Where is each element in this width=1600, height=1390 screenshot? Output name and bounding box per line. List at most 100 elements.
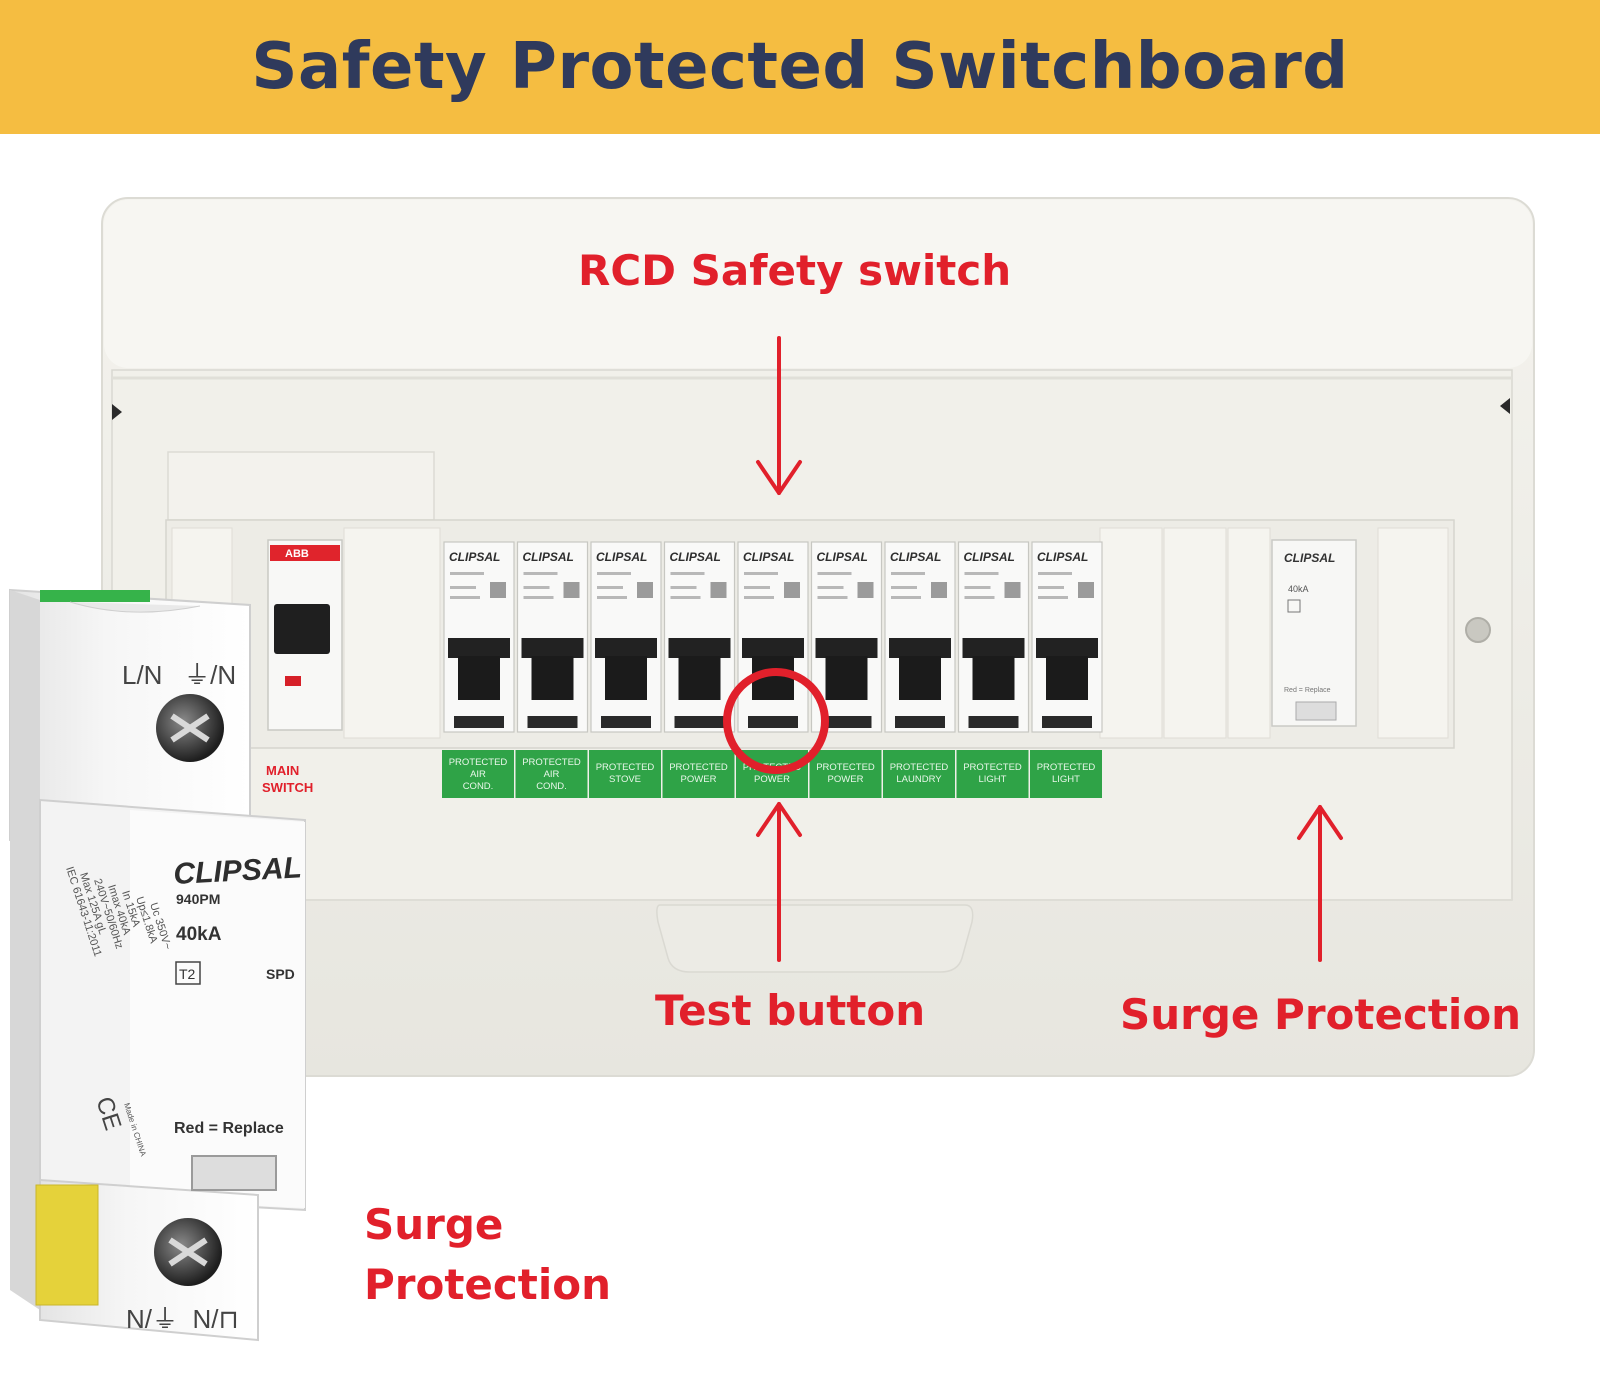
breaker-label-text: PROTECTED <box>669 762 728 773</box>
breaker-label-text: PROTECTED <box>816 762 875 773</box>
breaker-icon <box>563 582 580 598</box>
rcbo-breaker[interactable]: CLIPSAL <box>663 541 736 733</box>
breaker-test-button[interactable] <box>454 716 504 728</box>
breaker-test-button[interactable] <box>601 716 651 728</box>
breaker-label-plate <box>1030 750 1102 798</box>
breaker-spec-line <box>450 596 480 599</box>
board-spd-note: Red = Replace <box>1284 687 1331 694</box>
breaker-test-button[interactable] <box>895 716 945 728</box>
breaker-brand: CLIPSAL <box>670 550 721 564</box>
breaker-toggle[interactable] <box>899 656 941 700</box>
breaker-shoulder <box>815 638 878 658</box>
rcbo-breaker[interactable]: CLIPSAL <box>1031 541 1103 733</box>
breaker-label-text: POWER <box>681 774 717 785</box>
breaker-shoulder <box>889 638 951 658</box>
rcbo-breaker[interactable]: CLIPSAL <box>516 541 589 733</box>
breaker-shoulder <box>1036 638 1098 658</box>
breaker-label-plate <box>809 750 882 798</box>
surge-protection-label-left-line1: Surge <box>364 1200 504 1249</box>
breaker-toggle[interactable] <box>825 656 868 700</box>
breaker-brand: CLIPSAL <box>1037 550 1088 564</box>
breaker-spec-line <box>523 586 550 589</box>
breaker-test-button[interactable] <box>1042 716 1092 728</box>
breaker-spec-line <box>964 586 991 589</box>
breaker-spec-line <box>523 596 554 599</box>
rcbo-breaker[interactable]: CLIPSAL <box>957 541 1030 733</box>
breaker-brand: CLIPSAL <box>449 550 500 564</box>
breaker-spec-line <box>670 586 697 589</box>
breaker-label-plate <box>589 750 661 798</box>
test-button-highlight <box>723 668 829 774</box>
breaker-test-button[interactable] <box>674 716 725 728</box>
breaker-label-text: COND. <box>463 781 494 792</box>
spd-top-terminal-label: L/N ⏚/N <box>122 660 236 690</box>
breaker-toggle[interactable] <box>531 656 574 700</box>
breaker-spec-line <box>891 596 921 599</box>
breaker-label-plate <box>515 750 588 798</box>
breaker-row: CLIPSALPROTECTEDAIRCOND.CLIPSALPROTECTED… <box>442 541 1103 798</box>
breaker-label-text: LIGHT <box>1052 774 1080 785</box>
spd-type: SPD <box>266 966 295 982</box>
left-clip-icon <box>112 404 122 420</box>
breaker-label-text: COND. <box>536 781 567 792</box>
breaker-icon <box>710 582 727 598</box>
breaker-label-text: PROTECTED <box>890 762 949 773</box>
breaker-toggle[interactable] <box>678 656 721 700</box>
rcbo-breaker[interactable]: CLIPSAL <box>884 541 956 733</box>
breaker-shoulder <box>448 638 510 658</box>
breaker-spec-line <box>1038 586 1064 589</box>
rcbo-breaker[interactable]: CLIPSAL <box>590 541 662 733</box>
breaker-body <box>516 541 589 733</box>
breaker-spec-line <box>817 586 844 589</box>
board-spd-window <box>1295 701 1337 721</box>
breaker-test-button[interactable] <box>527 716 578 728</box>
breaker-icon <box>784 582 800 598</box>
upper-left-panel <box>167 451 435 521</box>
main-switch-brand: ABB <box>285 548 309 560</box>
breaker-toggle[interactable] <box>458 656 500 700</box>
spd-yellow-label <box>35 1184 99 1306</box>
breaker-label-text: LAUNDRY <box>896 774 942 785</box>
breaker-test-button[interactable] <box>821 716 872 728</box>
breaker-spec-line <box>964 572 999 575</box>
breaker-shoulder <box>595 638 657 658</box>
title-banner: Safety Protected Switchboard <box>0 0 1600 134</box>
breaker-spec-line <box>597 596 627 599</box>
blank-cover-right-1 <box>1099 527 1163 739</box>
breaker-brand: CLIPSAL <box>817 550 868 564</box>
main-switch[interactable]: ABB <box>267 539 343 731</box>
test-button-label: Test button <box>655 986 926 1035</box>
breaker-toggle[interactable] <box>972 656 1015 700</box>
rcbo-breaker[interactable]: CLIPSAL <box>443 541 515 733</box>
main-switch-toggle[interactable] <box>274 604 330 654</box>
breaker-toggle[interactable] <box>605 656 647 700</box>
breaker-brand: CLIPSAL <box>890 550 941 564</box>
spd-indicator-text: Red = Replace <box>174 1120 284 1137</box>
surge-arrow-icon <box>1297 805 1343 962</box>
rcbo-breaker[interactable]: CLIPSAL <box>737 541 809 733</box>
surge-protection-label-left-line2: Protection <box>364 1260 612 1309</box>
main-switch-indicator <box>285 676 301 686</box>
spd-brand: CLIPSAL <box>173 851 303 891</box>
main-switch-label-line1: MAIN <box>266 763 299 778</box>
breaker-spec-line <box>670 596 701 599</box>
board-spd-brand: CLIPSAL <box>1284 551 1335 565</box>
breaker-test-button[interactable] <box>968 716 1019 728</box>
breaker-icon <box>490 582 506 598</box>
board-spd-module: CLIPSAL 40kA Red = Replace <box>1271 539 1357 727</box>
blank-cover-right-3 <box>1227 527 1271 739</box>
page-title: Safety Protected Switchboard <box>251 30 1349 104</box>
spd-rating: 40kA <box>176 924 222 945</box>
breaker-test-button[interactable] <box>748 716 798 728</box>
breaker-toggle[interactable] <box>1046 656 1088 700</box>
breaker-label-text: PROTECTED <box>963 762 1022 773</box>
breaker-body <box>737 541 809 733</box>
spd-model: 940PM <box>176 891 220 907</box>
